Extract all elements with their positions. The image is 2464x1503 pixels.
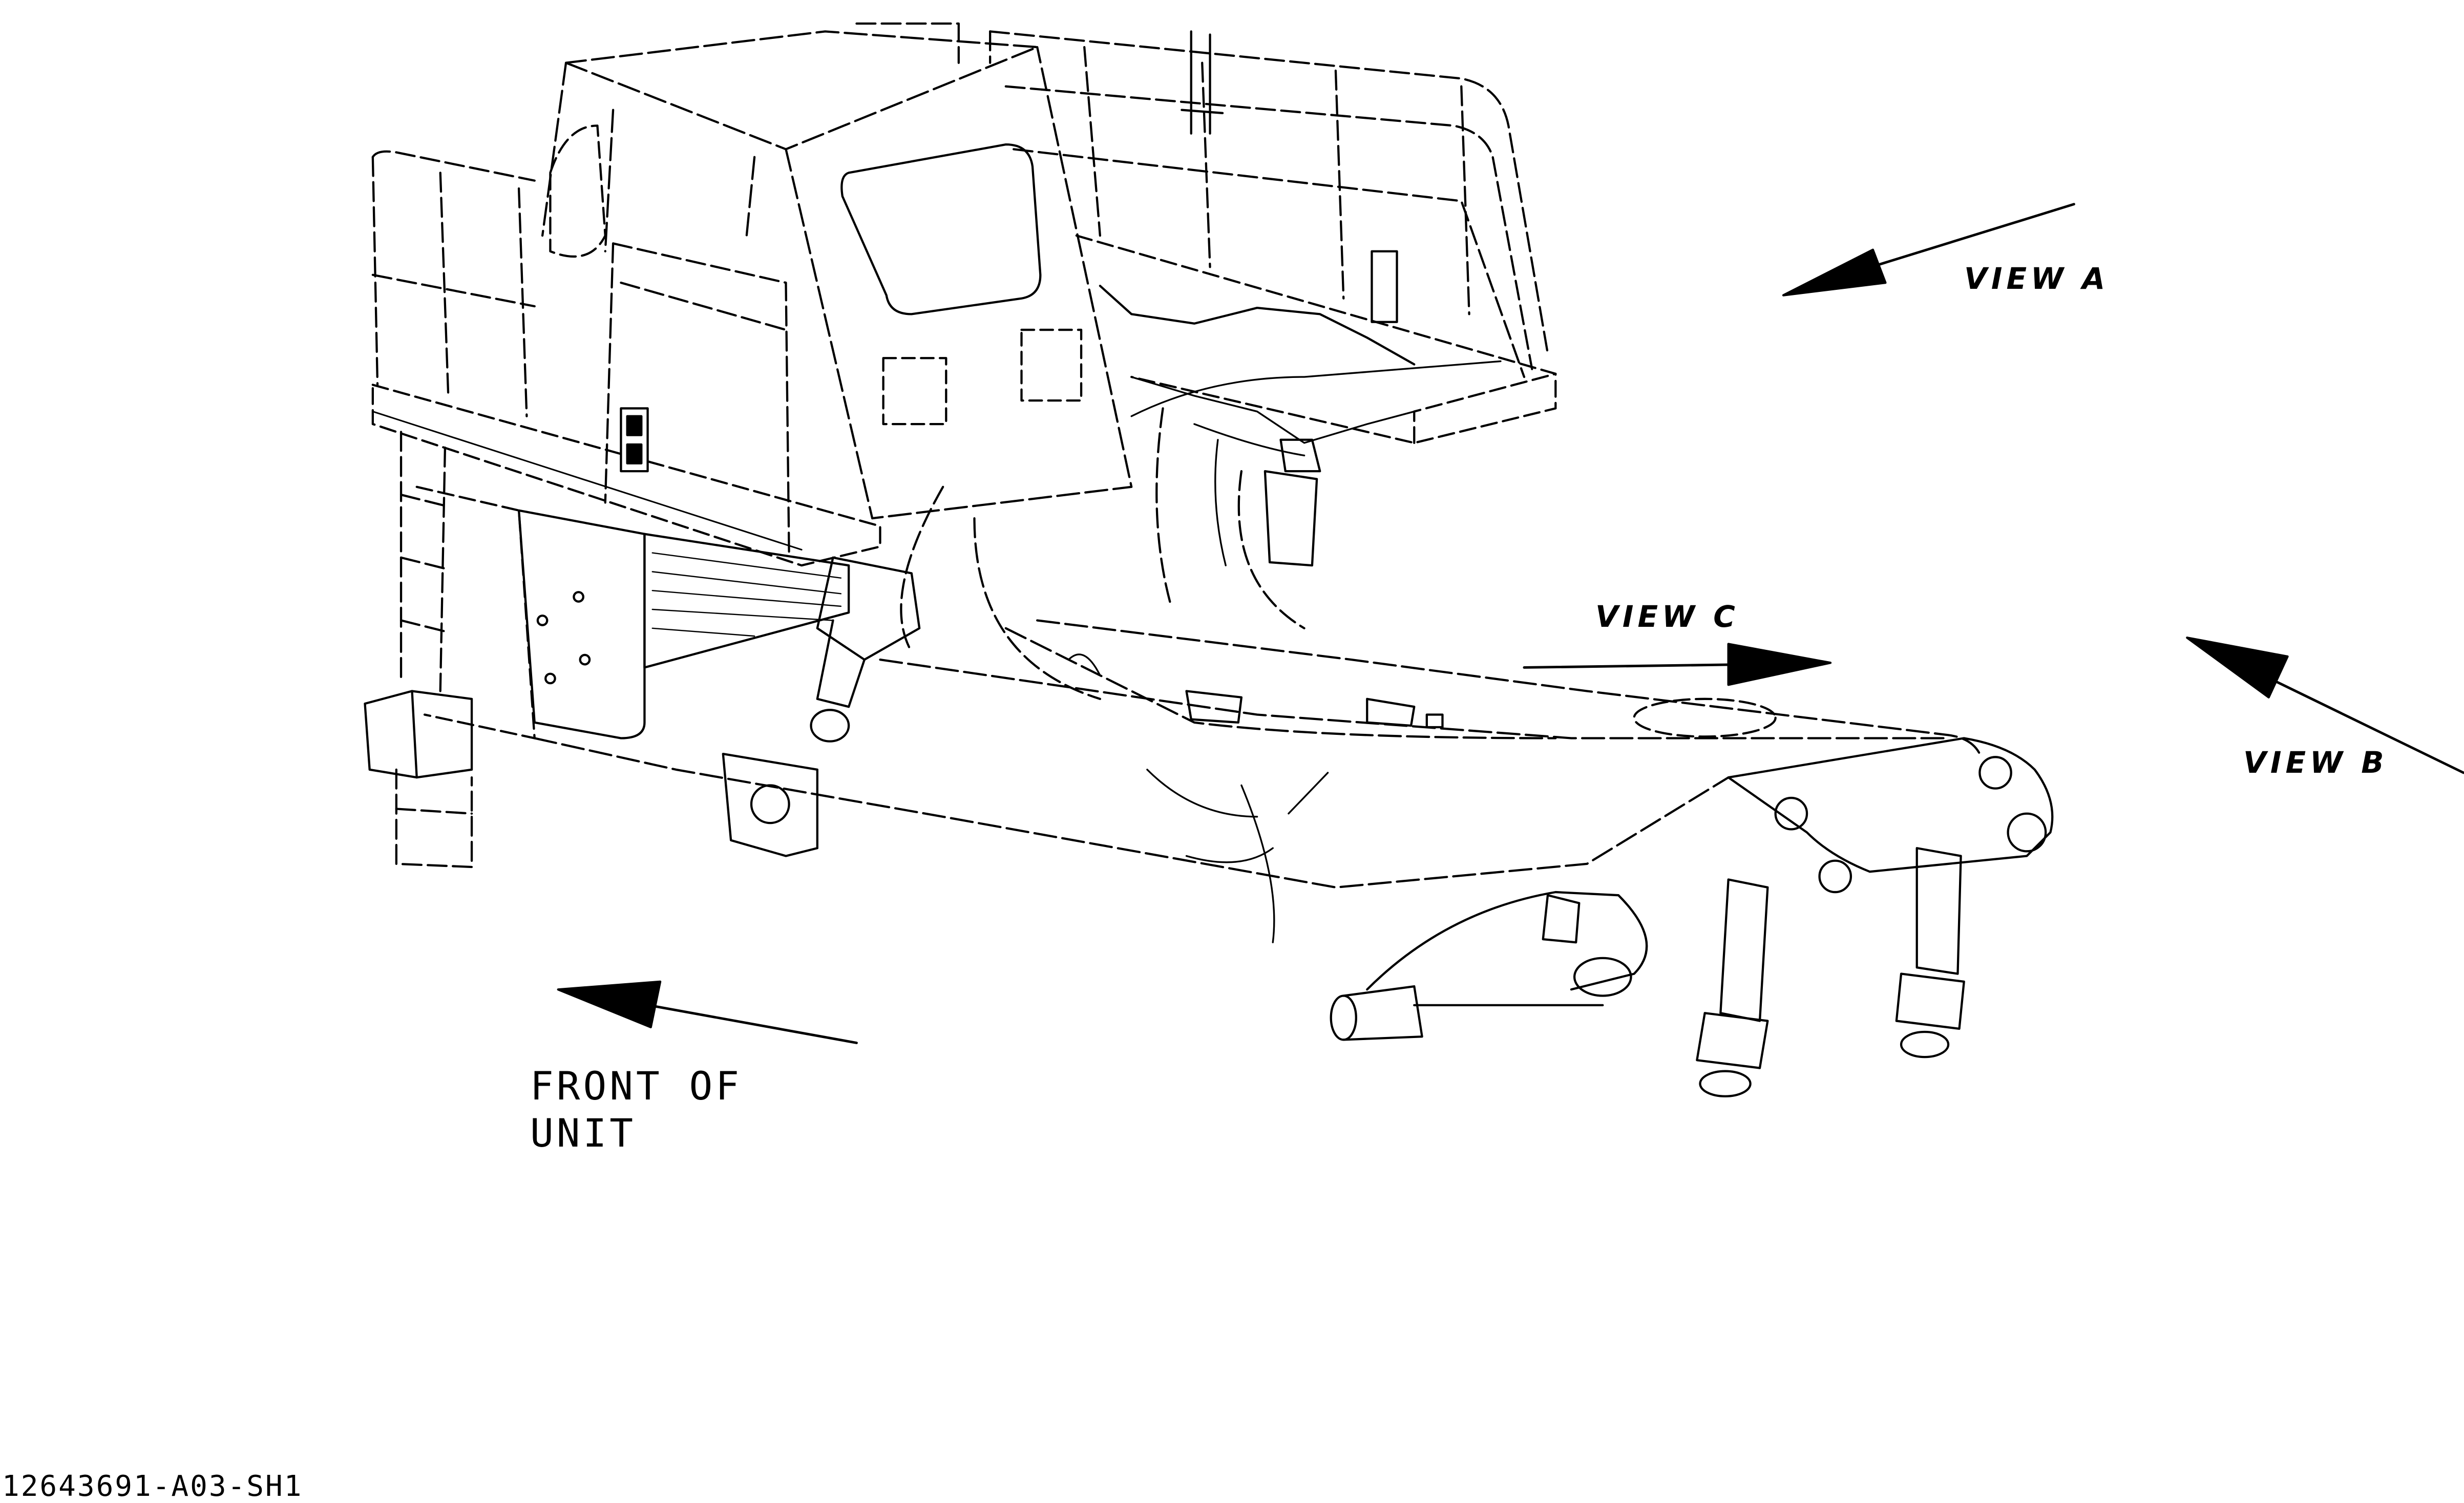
front-of-unit-line2: UNIT: [530, 1110, 637, 1156]
view-b-label: VIEW B: [2243, 745, 2388, 780]
cylinder-rear-1: [1696, 878, 1769, 1097]
frame-hatch: [1633, 697, 1777, 738]
steering-arm: [1366, 891, 1648, 1007]
arrow-view-a: [1782, 203, 2075, 297]
rear-light: [620, 407, 649, 473]
rear-arm: [1727, 737, 2054, 894]
mid-bracket: [722, 753, 818, 857]
front-bumper: [364, 690, 473, 779]
cylinder-rear-2: [1895, 847, 1965, 1059]
part-number: 12643691-A03-SH1: [2, 1470, 303, 1503]
cylinder-cab-rear: [1263, 438, 1321, 567]
frame-mounts: [1185, 690, 1444, 729]
view-a-label: VIEW A: [1964, 261, 2110, 296]
front-hood: [415, 485, 646, 739]
cylinder-left: [810, 556, 921, 743]
stub-axle: [1330, 985, 1423, 1041]
transmission-housing: [900, 407, 1305, 700]
rear-platform: [1075, 234, 1557, 444]
cab-windows: [549, 124, 1083, 426]
left-handrail: [371, 150, 790, 554]
arrow-view-c: [1523, 643, 1832, 686]
radiator-grille: [643, 533, 850, 669]
ladder: [395, 431, 473, 869]
arrow-view-b: [2186, 637, 2464, 774]
arrow-front-of-unit: [557, 980, 858, 1044]
platform-bracket: [1181, 30, 1398, 323]
front-walkway: [371, 384, 881, 567]
front-of-unit-line1: FRONT OF: [530, 1063, 743, 1109]
cab: [541, 30, 1133, 520]
front-of-unit-label: FRONT OF UNIT: [530, 1063, 742, 1157]
guard-rail: [855, 22, 1549, 378]
view-c-label: VIEW C: [1595, 599, 1739, 634]
wiring-harness: [1067, 360, 1502, 943]
